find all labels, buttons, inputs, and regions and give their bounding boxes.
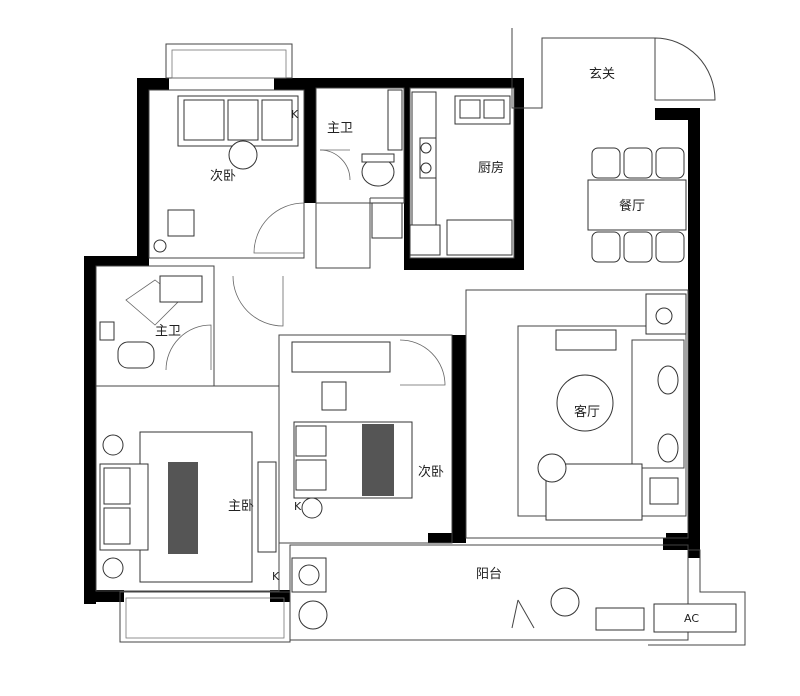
room-labels: 玄关 餐厅 厨房 主卫 次卧 主卫 次卧 客厅 主卧 阳台 xyxy=(155,67,645,582)
room-label-dining: 餐厅 xyxy=(619,198,645,214)
fixture-marks: K K K AC xyxy=(272,108,699,625)
master-bed xyxy=(99,431,277,583)
balcony-fixtures xyxy=(291,557,737,633)
mark-ac-unit: AC xyxy=(684,612,699,625)
room-label-living-room: 客厅 xyxy=(574,404,600,420)
room-label-master-bedroom: 主卧 xyxy=(228,499,254,514)
bath-fixtures xyxy=(99,89,403,369)
room-label-master-bath: 主卫 xyxy=(327,121,353,136)
kitchen-fixtures xyxy=(409,91,513,256)
dining-set xyxy=(587,147,687,263)
exterior-walls xyxy=(84,78,700,604)
mark-k-master-bedroom: K xyxy=(272,570,280,583)
bedroom-top-furniture xyxy=(153,95,299,253)
room-label-foyer: 玄关 xyxy=(589,67,615,82)
interior-outlines xyxy=(95,28,746,646)
mark-k-master-bath: K xyxy=(291,108,299,121)
room-label-balcony: 阳台 xyxy=(476,567,502,582)
room-label-second-bedroom-top: 次卧 xyxy=(210,168,236,184)
room-label-kitchen: 厨房 xyxy=(478,160,504,176)
bedroom-middle-furniture xyxy=(291,341,413,519)
door-swings xyxy=(125,149,446,386)
mark-k-second-bedroom: K xyxy=(294,500,302,513)
room-label-second-bedroom-middle: 次卧 xyxy=(418,464,444,480)
room-label-common-bath: 主卫 xyxy=(155,324,181,339)
living-room-furniture xyxy=(537,293,687,521)
